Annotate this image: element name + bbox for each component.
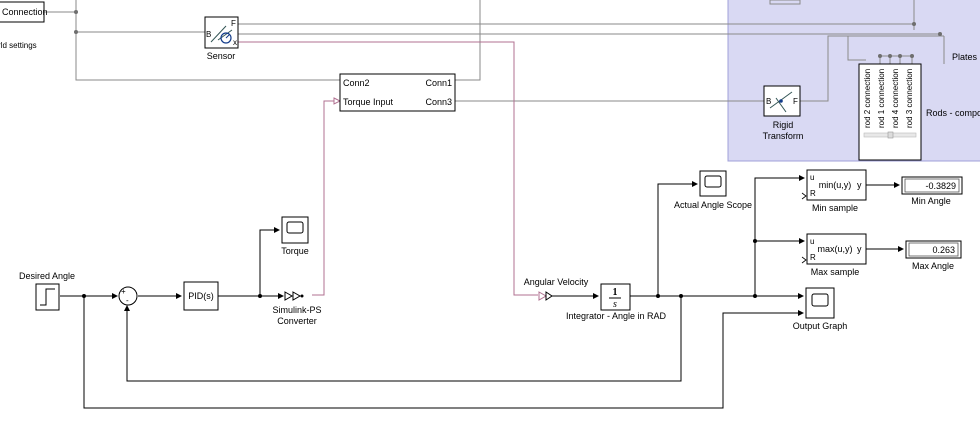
scope-screen-icon	[704, 175, 722, 188]
world-settings-label: rld settings	[0, 41, 37, 50]
rods-port-rod4: rod 4 connection	[891, 69, 900, 128]
ps-simulink-converter[interactable]	[538, 291, 553, 301]
rods-compound-block[interactable]: rod 2 connection rod 1 connection rod 4 …	[858, 63, 922, 161]
rods-port-rod3: rod 3 connection	[905, 69, 914, 128]
sensor-velocity-line	[238, 41, 538, 296]
actual-angle-scope-label: Actual Angle Scope	[674, 200, 752, 210]
actual-angle-scope-block[interactable]	[699, 170, 727, 197]
min-angle-label: Min Angle	[911, 196, 951, 206]
sensor-port-b: B	[206, 30, 211, 39]
reset-trigger-icon	[801, 256, 807, 264]
torque-input-arrow-icon	[333, 97, 342, 105]
pid-label: PID(s)	[188, 291, 214, 301]
max-sample-port-u: u	[810, 237, 814, 246]
sensor-frame-icon	[210, 25, 233, 43]
sensor-port-f: F	[231, 19, 236, 28]
world-connection-block[interactable]	[0, 1, 45, 23]
subsystem-conn3-port: Conn3	[425, 97, 452, 107]
sum-block[interactable]: + -	[118, 286, 138, 306]
min-sample-function: min(u,y)	[819, 180, 852, 190]
junction-dot	[888, 54, 892, 58]
desired-angle-step-block[interactable]	[35, 283, 60, 311]
branch-dot	[679, 294, 683, 298]
ps-converter-arrow-icon	[538, 291, 548, 301]
rods-label: Rods - compou	[926, 108, 980, 118]
junction-dot	[910, 54, 914, 58]
min-sample-label: Min sample	[812, 203, 858, 213]
subsystem-torque-input-port: Torque Input	[343, 97, 394, 107]
subsystem-conn1-port: Conn1	[425, 78, 452, 88]
scope-screen-icon	[286, 221, 304, 234]
step-icon	[40, 288, 55, 306]
rigid-transform-block[interactable]: B F	[763, 85, 801, 117]
sensor-label: Sensor	[207, 51, 236, 61]
max-angle-display[interactable]: 0.263	[905, 240, 962, 259]
max-sample-function: max(u,y)	[817, 244, 852, 254]
integrator-block[interactable]: 1 s	[600, 283, 631, 311]
min-sample-port-u: u	[810, 173, 814, 182]
integrator-label: Integrator - Angle in RAD	[566, 311, 667, 321]
rigid-label-line1: Rigid	[773, 120, 794, 130]
integrator-numerator: 1	[613, 287, 618, 298]
sum-minus-sign: -	[126, 296, 129, 305]
physical-connections	[44, 0, 945, 102]
junction-dot	[898, 54, 902, 58]
junction-dot	[912, 22, 916, 26]
max-sample-port-r: R	[810, 253, 816, 262]
junction-dot	[74, 30, 78, 34]
desired-angle-label: Desired Angle	[19, 271, 75, 281]
branch-dot	[753, 294, 757, 298]
rigid-port-b: B	[766, 97, 771, 106]
world-connection-label: Connection	[2, 7, 48, 17]
min-sample-port-y: y	[857, 180, 862, 190]
motor-subsystem-block[interactable]: Conn2 Conn1 Torque Input Conn3	[339, 73, 456, 112]
rigid-label-line2: Transform	[763, 131, 804, 141]
min-sample-block[interactable]: u R min(u,y) y	[801, 169, 867, 201]
branch-dot	[656, 294, 660, 298]
plates-label: Plates 1	[952, 52, 980, 62]
sensor-block[interactable]: B F x	[204, 16, 239, 49]
branch-dot	[258, 294, 262, 298]
max-sample-port-y: y	[857, 244, 862, 254]
pid-controller-block[interactable]: PID(s)	[183, 281, 219, 311]
branch-dot	[753, 239, 757, 243]
junction-dot	[938, 32, 942, 36]
signal-lines	[60, 175, 904, 409]
max-sample-block[interactable]: u R max(u,y) y	[801, 233, 867, 265]
simulink-ps-label-line1: Simulink-PS	[272, 305, 321, 315]
rigid-port-f: F	[793, 97, 798, 106]
max-angle-value: 0.263	[932, 245, 955, 255]
simulink-ps-label-line2: Converter	[277, 316, 317, 326]
output-graph-scope-block[interactable]	[805, 287, 835, 319]
sensor-port-x: x	[233, 38, 237, 47]
rods-port-rod1: rod 1 connection	[877, 69, 886, 128]
junction-dot	[878, 54, 882, 58]
converter-arrow-icon	[284, 291, 294, 301]
reset-trigger-icon	[801, 192, 807, 200]
min-sample-port-r: R	[810, 189, 816, 198]
min-angle-value: -0.3829	[925, 181, 956, 191]
subsystem-conn2-port: Conn2	[343, 78, 370, 88]
max-angle-label: Max Angle	[912, 261, 954, 271]
output-graph-label: Output Graph	[793, 321, 848, 331]
max-sample-label: Max sample	[811, 267, 860, 277]
torque-scope-block[interactable]	[281, 216, 309, 244]
branch-dot	[82, 294, 86, 298]
rods-port-rod2: rod 2 connection	[863, 69, 872, 128]
scope-screen-icon	[811, 293, 829, 307]
angular-velocity-label: Angular Velocity	[524, 277, 589, 287]
torque-input-line	[312, 100, 334, 296]
mechanics-subsystem-region	[727, 0, 980, 162]
torque-scope-label: Torque	[281, 246, 309, 256]
simulink-ps-converter[interactable]	[284, 291, 304, 301]
integrator-denominator: s	[613, 299, 617, 310]
min-angle-display[interactable]: -0.3829	[901, 176, 963, 195]
sum-plus-sign: +	[121, 287, 126, 296]
junction-dot	[74, 10, 78, 14]
sensor-gauge-icon	[220, 32, 232, 44]
